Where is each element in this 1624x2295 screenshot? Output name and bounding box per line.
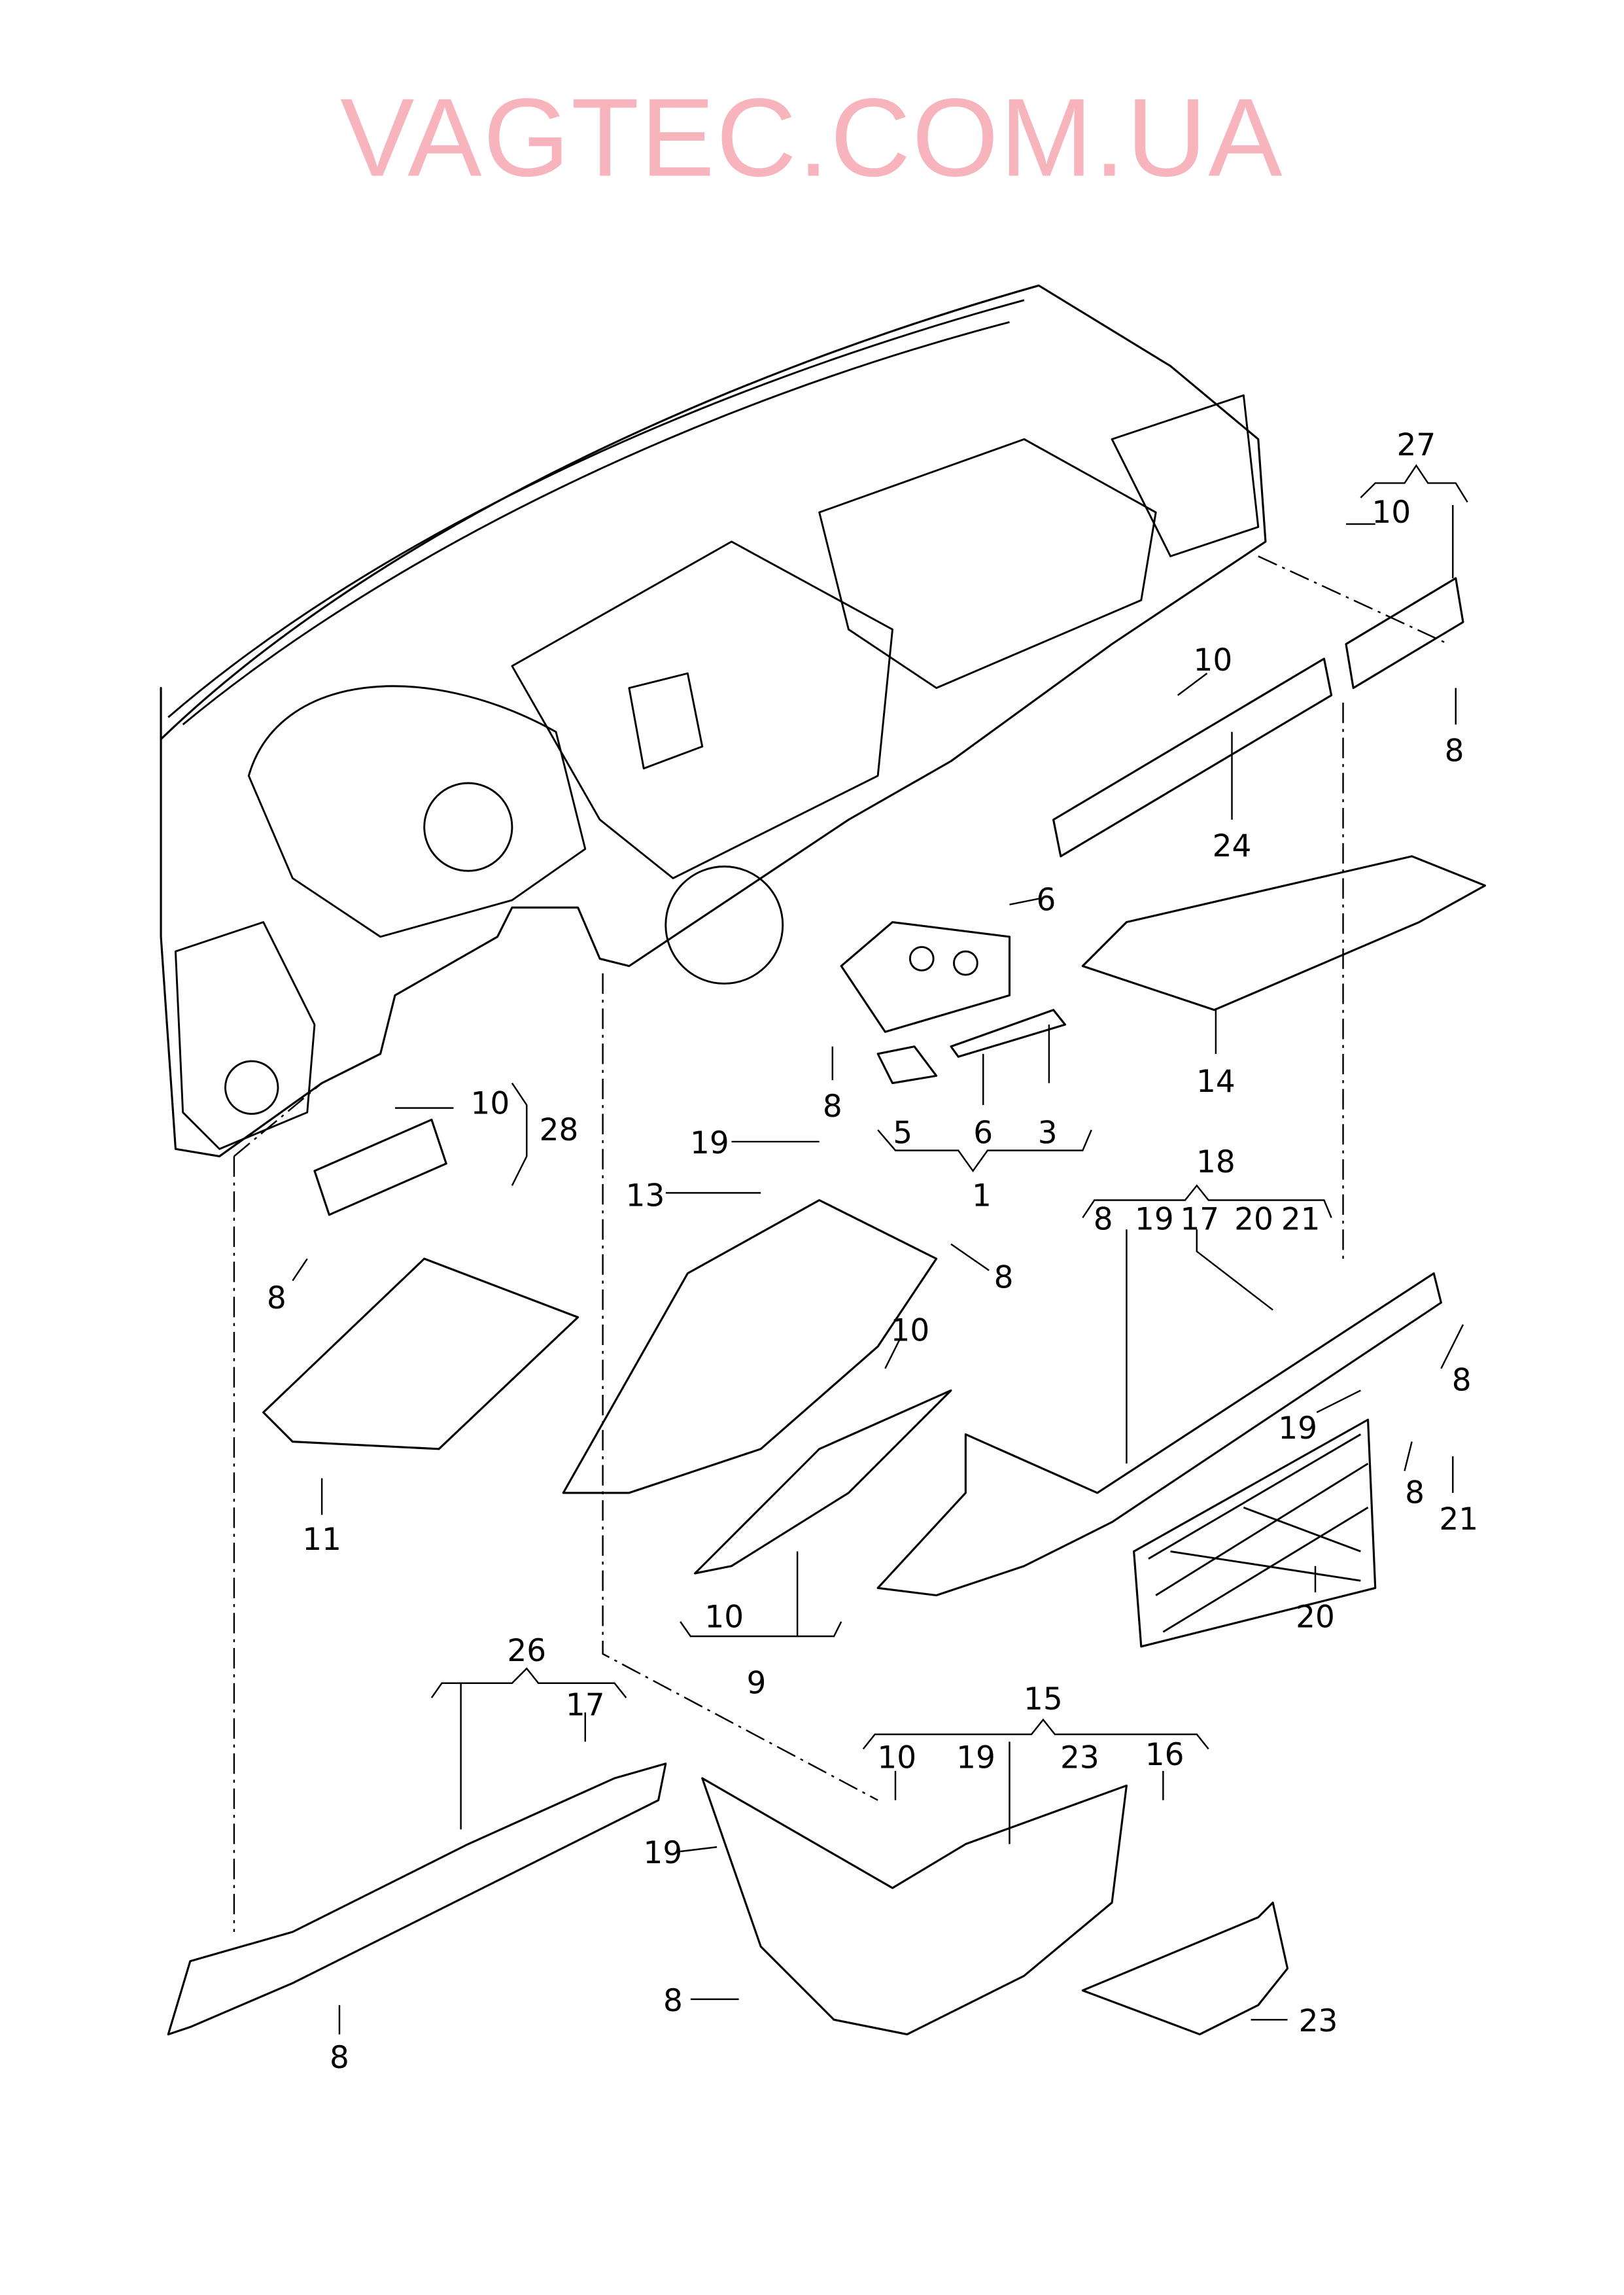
callout-label: 8	[330, 2040, 349, 2076]
callout-label: 15	[1024, 1681, 1063, 1717]
callout-label: 8	[994, 1260, 1014, 1296]
callout-label: 11	[302, 1522, 341, 1558]
callout-labels: 27 10 10 8 24 6 14 8 5 6 3 19 1 13 18 8 …	[267, 427, 1478, 2076]
part-5-clip	[876, 1045, 938, 1085]
callout-label: 8	[1452, 1362, 1472, 1398]
callout-label: 8	[823, 1089, 842, 1125]
callout-label: 17	[566, 1687, 605, 1723]
dashboard-panel	[160, 284, 1267, 1157]
callout-label: 9	[747, 1665, 767, 1701]
callout-label: 19	[1278, 1410, 1317, 1446]
part-26-trim	[167, 1762, 667, 2036]
callout-label: 10	[1372, 495, 1411, 531]
callout-label: 13	[626, 1178, 665, 1214]
callout-label: 19	[643, 1835, 682, 1871]
part-23-trim	[1081, 1901, 1289, 2036]
part-18-panel	[876, 1272, 1442, 1597]
callout-label: 8	[267, 1280, 286, 1316]
callout-label: 5	[893, 1115, 912, 1151]
part-15-cover	[701, 1777, 1128, 2036]
callout-label: 8	[1094, 1201, 1113, 1237]
callout-label: 23	[1299, 2003, 1338, 2039]
callout-label: 18	[1196, 1144, 1235, 1180]
part-1-ashtray	[840, 920, 1011, 1033]
part-14-shelf	[1081, 855, 1487, 1011]
callout-label: 21	[1281, 1201, 1321, 1237]
part-27-cover	[1345, 577, 1464, 690]
callout-label: 8	[1445, 733, 1464, 769]
callout-label: 19	[956, 1740, 995, 1776]
callout-label: 10	[890, 1312, 929, 1348]
part-13-console	[562, 1199, 938, 1494]
callout-label: 21	[1439, 1501, 1478, 1537]
callout-label: 20	[1234, 1201, 1273, 1237]
callout-label: 20	[1296, 1600, 1335, 1636]
callout-label: 17	[1180, 1201, 1219, 1237]
part-9-cover	[693, 1389, 952, 1575]
part-24-trim	[1052, 657, 1333, 858]
callout-label: 14	[1196, 1064, 1235, 1100]
callout-label: 10	[470, 1086, 510, 1122]
callout-label: 27	[1396, 427, 1436, 463]
callout-label: 10	[877, 1740, 916, 1776]
part-3-strip	[950, 1009, 1067, 1058]
callout-label: 8	[1405, 1475, 1425, 1511]
callout-label: 6	[1036, 883, 1056, 919]
callout-label: 1	[972, 1178, 992, 1214]
callout-label: 24	[1213, 828, 1252, 864]
callout-label: 3	[1038, 1115, 1058, 1151]
part-28-bracket	[313, 1118, 447, 1216]
callout-label: 19	[690, 1125, 729, 1161]
callout-label: 26	[507, 1633, 546, 1669]
callout-label: 10	[704, 1600, 744, 1636]
callout-label: 16	[1145, 1737, 1184, 1773]
watermark-text: VAGTEC.COM.UA	[340, 76, 1284, 200]
callout-label: 28	[540, 1112, 579, 1148]
part-11-bracket	[262, 1257, 579, 1450]
callout-label: 23	[1060, 1740, 1099, 1776]
callout-label: 6	[973, 1115, 993, 1151]
callout-label: 8	[663, 1983, 683, 2019]
callout-label: 19	[1135, 1201, 1174, 1237]
callout-label: 10	[1194, 642, 1233, 678]
